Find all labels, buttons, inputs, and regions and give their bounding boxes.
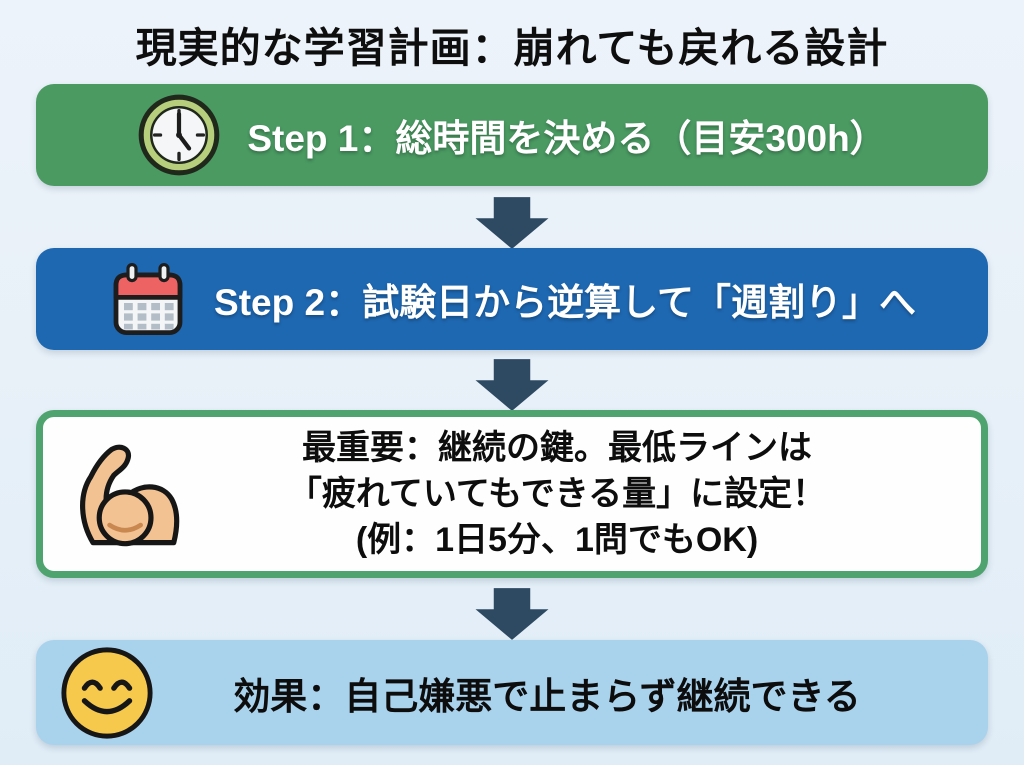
muscle-icon bbox=[59, 435, 185, 553]
clock-icon bbox=[137, 93, 221, 177]
key-point-line-2: 「疲れていてもできる量」に設定！ bbox=[287, 474, 827, 513]
step2-label: Step 2：試験日から逆算して「週割り」へ bbox=[214, 282, 916, 323]
page-title: 現実的な学習計画：崩れても戻れる設計 bbox=[135, 25, 889, 71]
step1-box: Step 1：総時間を決める（目安300h） bbox=[36, 84, 988, 186]
key-point-line-3: (例：1日5分、1問でもOK) bbox=[355, 521, 759, 560]
key-point-text: 最重要：継続の鍵。最低ラインは 「疲れていてもできる量」に設定！ (例：1日5分… bbox=[43, 425, 981, 564]
down-arrow-icon bbox=[464, 358, 560, 412]
key-point-line-1: 最重要：継続の鍵。最低ラインは bbox=[302, 428, 812, 467]
key-point-box: 最重要：継続の鍵。最低ラインは 「疲れていてもできる量」に設定！ (例：1日5分… bbox=[36, 410, 988, 578]
effect-box: 効果：自己嫌悪で止まらず継続できる bbox=[36, 640, 988, 745]
step2-box: Step 2：試験日から逆算して「週割り」へ bbox=[36, 248, 988, 350]
down-arrow-icon bbox=[464, 587, 560, 641]
calendar-icon bbox=[108, 258, 188, 340]
step1-label: Step 1：総時間を決める（目安300h） bbox=[247, 118, 887, 159]
effect-label: 効果：自己嫌悪で止まらず継続できる bbox=[233, 675, 861, 717]
down-arrow-icon bbox=[464, 196, 560, 250]
smiley-icon bbox=[58, 644, 156, 742]
